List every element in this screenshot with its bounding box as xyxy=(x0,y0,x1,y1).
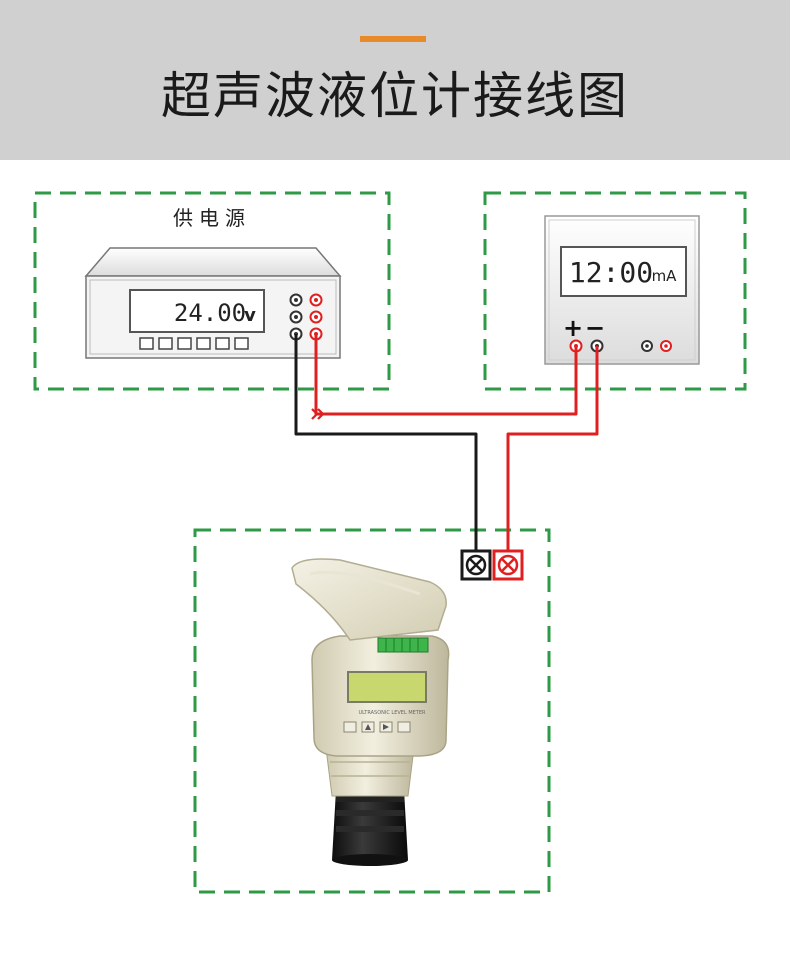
meter-reading: 12:00 xyxy=(569,256,653,289)
device-zone xyxy=(193,528,551,894)
wire-red-supply-to-meter xyxy=(314,334,578,416)
meter-plus-label: + xyxy=(563,314,583,342)
wire-black-supply-to-device xyxy=(294,334,478,565)
power-supply-label: 供电源 xyxy=(173,206,251,230)
device-terminal-black xyxy=(460,549,492,581)
meter-unit-label: mA xyxy=(652,267,678,285)
wire-red-meter-to-device xyxy=(506,346,599,565)
title-banner: 超声波液位计接线图 xyxy=(0,0,790,160)
meter-display xyxy=(560,246,687,297)
power-supply-display xyxy=(129,289,265,333)
current-meter-unit: 12:00 mA + − xyxy=(544,215,700,365)
device-panel-label: ULTRASONIC LEVEL METER xyxy=(359,710,426,716)
power-supply-terminal-black xyxy=(289,293,303,341)
power-supply-zone xyxy=(33,191,391,391)
power-supply-key-row xyxy=(139,337,249,350)
power-supply-reading: 24.00 xyxy=(174,299,246,327)
device-terminal-red xyxy=(492,549,524,581)
power-supply-unit-label: v xyxy=(244,305,256,326)
page-title: 超声波液位计接线图 xyxy=(161,67,629,125)
device-lcd-screen xyxy=(347,671,427,703)
power-supply-terminal-red xyxy=(309,293,323,341)
wire-crossover-mark xyxy=(311,408,325,420)
ultrasonic-level-meter-icon: ULTRASONIC LEVEL METER xyxy=(291,558,450,866)
power-supply-unit: 24.00 v xyxy=(84,247,342,359)
meter-minus-label: − xyxy=(585,314,605,342)
title-accent-bar xyxy=(360,36,426,42)
meter-zone xyxy=(483,191,747,391)
